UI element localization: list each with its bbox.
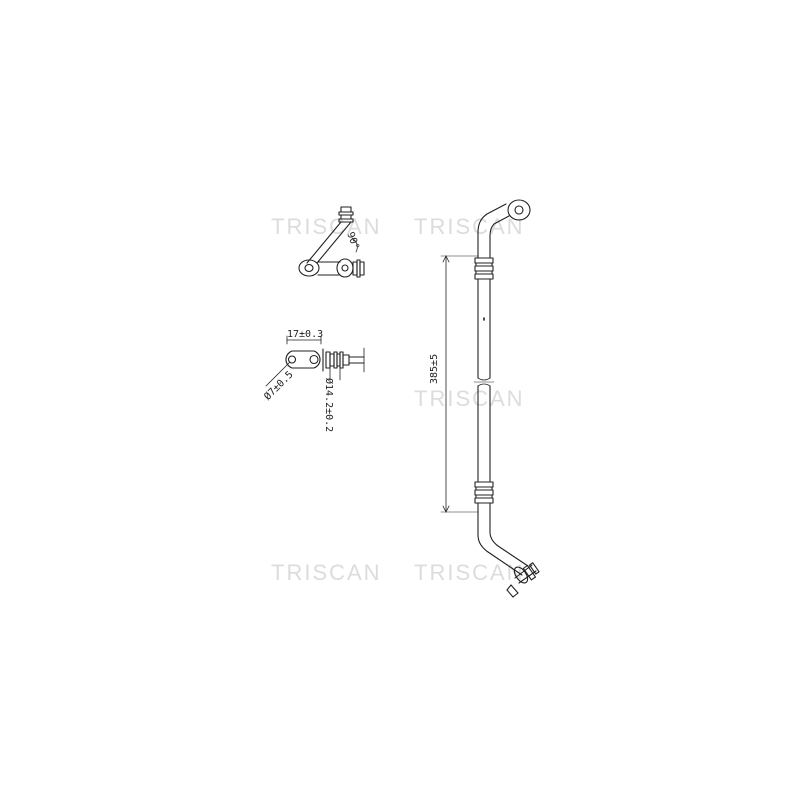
watermark-bottom-left: TRISCAN xyxy=(271,560,382,585)
pipe-diameter-label: Ø14.2±0.2 xyxy=(323,378,335,432)
watermark-middle: TRISCAN xyxy=(414,386,525,411)
watermark-top-left: TRISCAN xyxy=(271,214,382,239)
angle-label: 90° xyxy=(344,231,361,252)
pipe-main-view: 385±5 xyxy=(429,199,540,598)
flange-detail-view: 17±0.3 Ø7±0.5 Ø14.2±0.2 xyxy=(262,329,365,432)
length-label: 385±5 xyxy=(429,354,440,384)
watermark-bottom-right: TRISCAN xyxy=(414,560,525,585)
fitting-angle-view: 90° xyxy=(298,206,365,278)
flange-width-label: 17±0.3 xyxy=(287,329,323,340)
